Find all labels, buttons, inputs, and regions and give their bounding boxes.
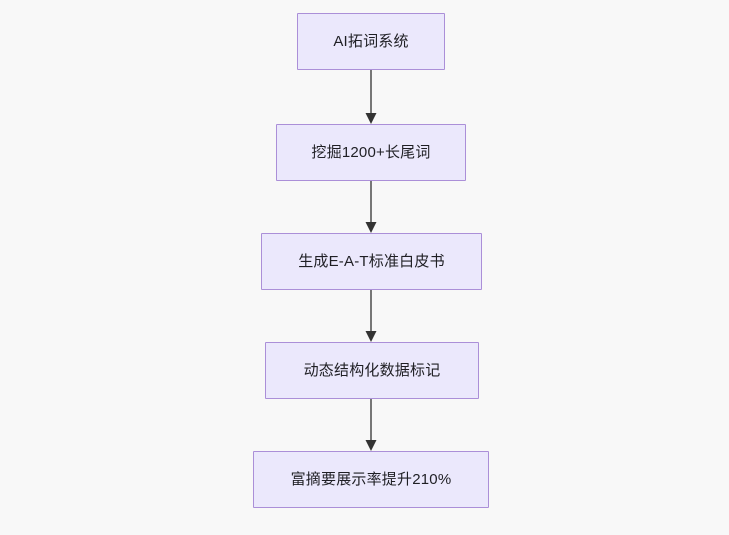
- flowchart-node-generate-eat-whitepaper[interactable]: 生成E-A-T标准白皮书: [261, 233, 482, 290]
- node-label: AI拓词系统: [333, 33, 409, 50]
- flowchart-node-ai-keyword-system[interactable]: AI拓词系统: [297, 13, 445, 70]
- flowchart-edge-n1-n2: [358, 181, 384, 233]
- flowchart-edge-n3-n4: [358, 399, 384, 451]
- node-label: 动态结构化数据标记: [303, 362, 441, 379]
- flowchart-edge-n0-n1: [358, 70, 384, 124]
- flowchart-node-mine-longtail-keywords[interactable]: 挖掘1200+长尾词: [276, 124, 466, 181]
- flowchart-node-rich-snippet-impression-lift[interactable]: 富摘要展示率提升210%: [253, 451, 489, 508]
- node-label: 富摘要展示率提升210%: [290, 471, 452, 488]
- flowchart-node-dynamic-structured-data-markup[interactable]: 动态结构化数据标记: [265, 342, 479, 399]
- node-label: 挖掘1200+长尾词: [311, 144, 431, 161]
- flowchart-edge-n2-n3: [358, 290, 384, 342]
- node-label: 生成E-A-T标准白皮书: [298, 253, 445, 270]
